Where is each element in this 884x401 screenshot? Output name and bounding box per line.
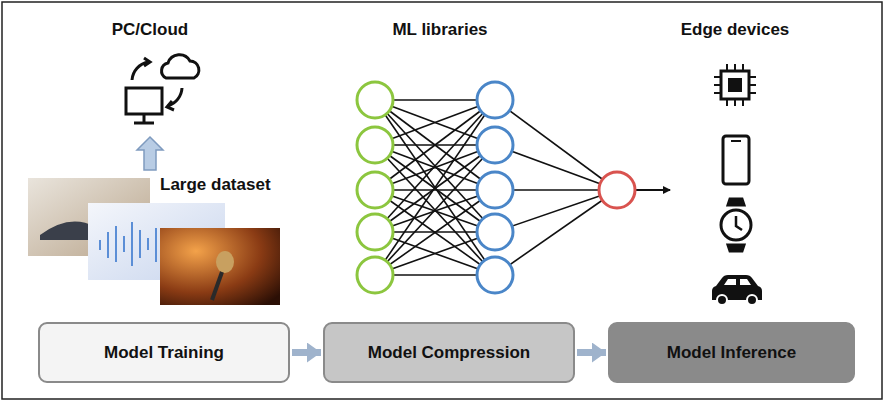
flow-arrow (292, 349, 321, 356)
box-label: Model Training (104, 343, 224, 363)
process-box: Model Compression (323, 322, 575, 383)
section-label: Edge devices (681, 20, 790, 40)
section-label: ML libraries (392, 20, 487, 40)
hidden-layer (477, 82, 513, 293)
section-label: PC/Cloud (112, 20, 189, 40)
neural-network (375, 100, 617, 275)
up-arrow (137, 137, 163, 170)
watch-icon (721, 199, 751, 251)
chip-icon (714, 64, 756, 106)
box-label: Model Compression (368, 343, 530, 363)
output-arrow (636, 189, 670, 191)
phone-icon (723, 136, 749, 184)
dataset-images (28, 178, 280, 305)
flow-arrow (577, 349, 606, 356)
output-node (599, 172, 635, 208)
pc-cloud-icon (126, 55, 199, 123)
process-box: Model Inference (608, 322, 855, 383)
box-label: Model Inference (667, 343, 796, 363)
section-label: Large dataset (160, 175, 271, 195)
input-layer (357, 82, 393, 293)
car-icon (712, 275, 762, 305)
process-box: Model Training (38, 322, 290, 383)
